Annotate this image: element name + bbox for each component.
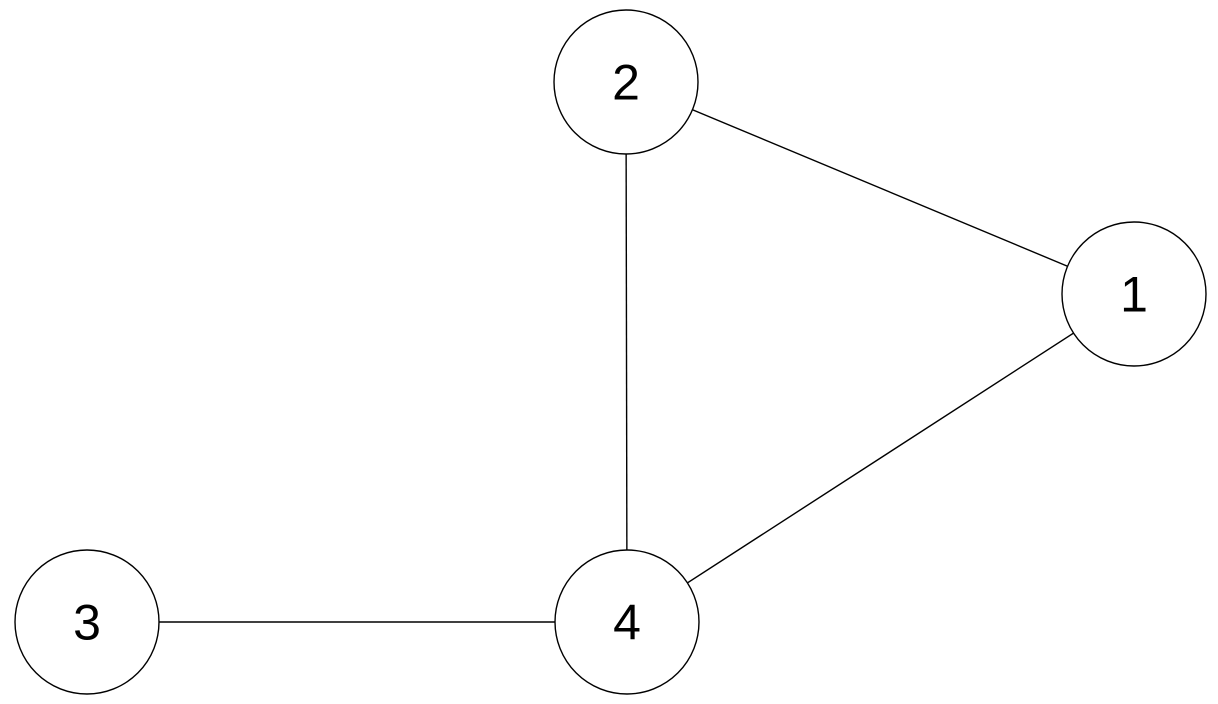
node-4: 4 [554,549,700,695]
node-2-circle [553,9,699,155]
edge-4-1 [626,293,1135,623]
node-1-label: 1 [1120,267,1148,323]
node-4-circle [554,549,700,695]
node-1-circle [1061,221,1207,367]
node-3-circle [14,549,160,695]
edge-2-1 [625,81,1135,295]
node-1: 1 [1061,221,1207,367]
node-2: 2 [553,9,699,155]
node-2-label: 2 [612,55,640,111]
node-3-label: 3 [73,595,101,651]
node-4-label: 4 [613,595,641,651]
edge-2-4 [625,81,628,623]
node-3: 3 [14,549,160,695]
